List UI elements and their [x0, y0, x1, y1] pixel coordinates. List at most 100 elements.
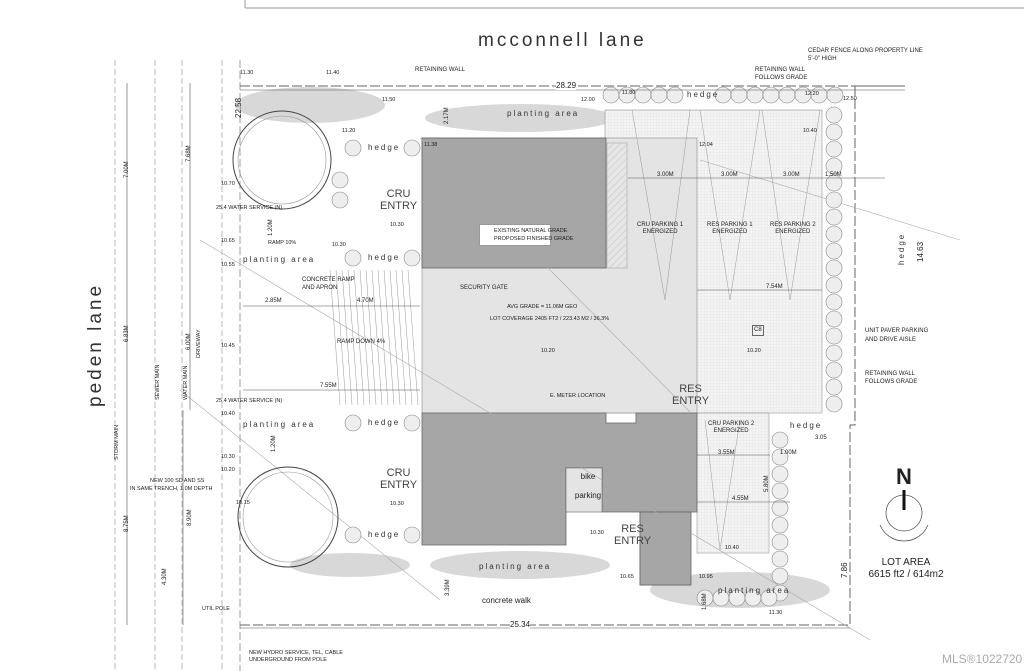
grade: 10.15	[236, 500, 250, 506]
note-lot-coverage: LOT COVERAGE 2405 ft2 / 223.43 m2 / 36.3…	[490, 316, 610, 322]
grade: 10.20	[747, 348, 761, 354]
note-ramp-down: RAMP DOWN 4%	[337, 339, 386, 345]
hedge-label: hedge	[687, 90, 720, 99]
ramp-stripe	[395, 269, 407, 406]
hedge-shrub	[760, 589, 778, 607]
hedge-shrub	[771, 499, 789, 517]
hedge-shrub	[771, 465, 789, 483]
note-retaining-wall: RETAINING WALL	[415, 67, 466, 73]
ramp-stripe	[329, 269, 341, 406]
note-unit-paver-2: AND DRIVE AISLE	[865, 337, 917, 343]
grade: 10.70	[221, 181, 235, 187]
hedge-shrub	[771, 567, 789, 585]
planting-area: planting area	[243, 420, 316, 429]
dim: 1.20m	[268, 219, 274, 236]
dim: 5.80m	[764, 475, 770, 492]
concrete-walk-label: concrete walk	[482, 596, 531, 605]
entry-label: RES	[621, 523, 644, 535]
grade: 10.65	[221, 238, 235, 244]
dim: 6.83m	[124, 325, 130, 342]
grade: 11.50	[382, 97, 396, 103]
note-hydro: NEW HYDRO SERVICE, TEL, CABLE	[249, 650, 343, 656]
ramp-stripe	[347, 269, 359, 406]
hedge-shrub	[602, 86, 620, 104]
hedge-shrub	[825, 276, 843, 294]
grade: 10.40	[803, 128, 817, 134]
parking-status: ENERGIZED	[775, 229, 811, 235]
parking-label: CRU PARKING 2	[708, 421, 755, 427]
hedge-shrub	[825, 174, 843, 192]
water-main-label: WATER MAIN	[183, 365, 189, 400]
note-cedar-fence: CEDAR FENCE ALONG PROPERTY LINE	[808, 48, 923, 54]
hedge-shrub	[825, 140, 843, 158]
entry-label: CRU	[386, 188, 411, 200]
hedge-shrub	[825, 293, 843, 311]
entry-label: CRU	[386, 467, 411, 479]
street-name-west: peden lane	[85, 282, 106, 407]
note-retaining-follows: RETAINING WALL	[755, 67, 806, 73]
dim: 1.68m	[702, 593, 708, 610]
dim: 8.90m	[187, 509, 193, 526]
ramp-stripe	[335, 269, 347, 406]
dim-top: 28.29	[556, 81, 577, 90]
ramp-stripe	[401, 269, 413, 406]
note-unit-paver: UNIT PAVER PARKING	[865, 328, 929, 334]
grade: 10.30	[390, 501, 404, 507]
dim-bottom: 25.34	[510, 620, 531, 629]
grade: 10.30	[332, 242, 346, 248]
dim: 7.68m	[186, 145, 192, 162]
lot-area-value: 6615 ft2 / 614m2	[868, 569, 944, 580]
dim: 2.17m	[444, 107, 450, 124]
dim: 3.05	[815, 435, 827, 441]
ramp-stripe	[353, 269, 365, 406]
grade: 11.20	[342, 128, 356, 134]
dim: 7.00m	[124, 161, 130, 178]
hedge-shrubs	[331, 139, 421, 544]
grade: 11.80	[622, 90, 636, 96]
hedge-shrub	[825, 157, 843, 175]
legend-existing: EXISTING NATURAL GRADE	[494, 228, 568, 234]
grade-legend: EXISTING NATURAL GRADE PROPOSED FINISHED…	[479, 224, 573, 246]
dim-left: 22.58	[234, 97, 243, 118]
planting-area: planting area	[718, 586, 791, 595]
hedge-shrub	[650, 86, 668, 104]
hedge-shrub	[730, 86, 748, 104]
legend-proposed: PROPOSED FINISHED GRADE	[494, 236, 574, 242]
grade: 10.20	[221, 467, 235, 473]
note-cedar-fence-height: 5'-0" HIGH	[808, 56, 837, 62]
entry-label: RES	[679, 383, 702, 395]
grade: 11.38	[424, 142, 438, 148]
grade: 10.40	[221, 411, 235, 417]
note-ramp-10: RAMP 10%	[268, 240, 297, 246]
dim-right: 14.63	[916, 241, 925, 262]
hedge-shrub	[826, 86, 844, 104]
hedge-shrub	[771, 431, 789, 449]
driveway-label: DRIVEWAY	[196, 329, 202, 358]
north-arrow-graphic	[879, 490, 929, 542]
parking-label: RES PARKING 2	[770, 222, 816, 228]
ramp-stripe	[359, 269, 371, 406]
entry-label: ENTRY	[614, 535, 652, 547]
dim: 7.54m	[766, 284, 783, 290]
dim: 3.55m	[718, 450, 735, 456]
hedge-shrub	[746, 86, 764, 104]
note-concrete-ramp-2: AND APRON	[302, 285, 338, 291]
dim: 3.00m	[657, 172, 674, 178]
bike-parking-label: bike	[580, 472, 596, 481]
parking-label: RES PARKING 1	[707, 222, 753, 228]
dim: 4.30m	[162, 568, 168, 585]
ramp-stripe	[341, 269, 353, 406]
dim: 6.00m	[186, 333, 192, 350]
mls-watermark: MLS®1022720	[942, 652, 1023, 666]
hedge-shrub	[825, 395, 843, 413]
note-avg-grade: AVG GRADE = 11.06m GEO	[507, 304, 578, 310]
grade: 10.30	[390, 222, 404, 228]
north-arrow-label: N	[896, 464, 912, 489]
